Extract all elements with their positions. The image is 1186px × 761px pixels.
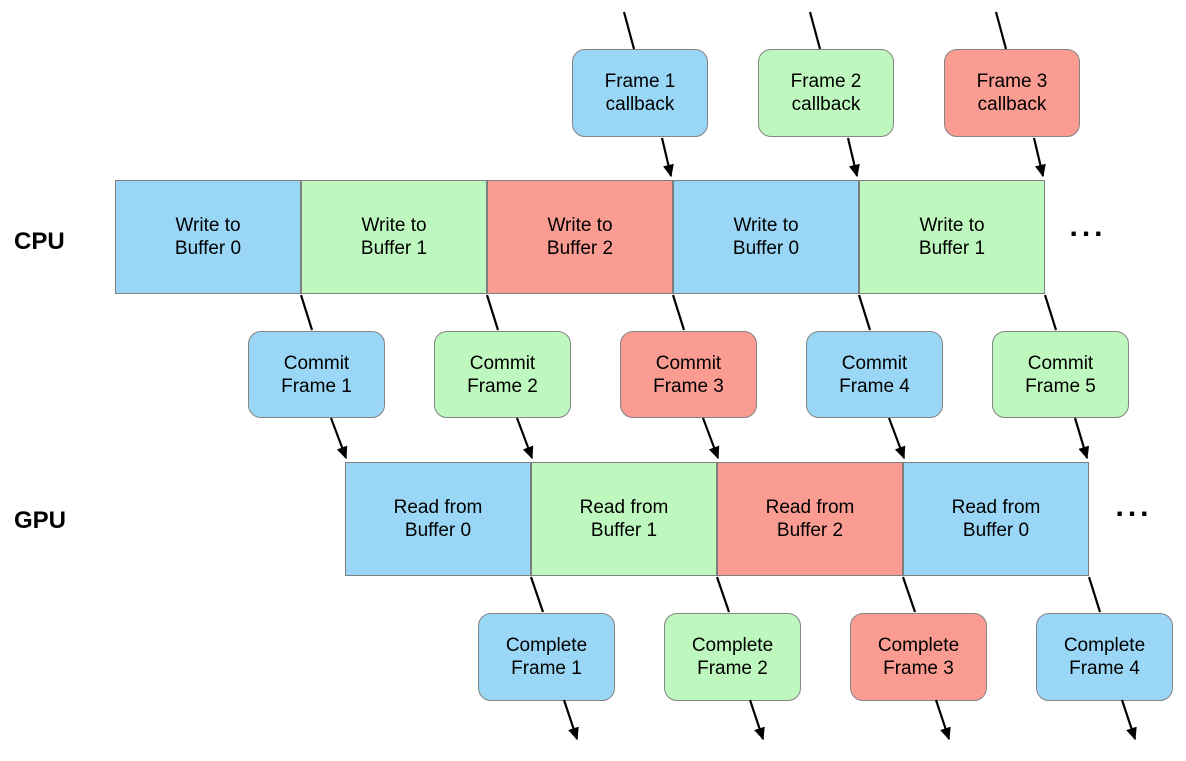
line-cpu-to-commit3-icon [671, 294, 686, 331]
line-cpu-to-commit4-icon [857, 294, 872, 331]
arrow-commit3-to-gpu-icon [701, 417, 720, 460]
commit-frame3-box: Commit Frame 3 [620, 331, 757, 418]
arrow-complete1-exit-icon [562, 699, 579, 741]
arrow-complete2-exit-icon [748, 699, 765, 741]
cpu-row-label: CPU [14, 228, 65, 255]
complete-frame3-box: Complete Frame 3 [850, 613, 987, 701]
commit-frame4-box: Commit Frame 4 [806, 331, 943, 418]
gpu-read-buffer0-again-segment: Read from Buffer 0 [903, 462, 1089, 576]
complete-frame4-box: Complete Frame 4 [1036, 613, 1173, 701]
arrow-commit2-to-gpu-icon [515, 417, 534, 460]
complete-frame1-box: Complete Frame 1 [478, 613, 615, 701]
commit-frame2-box: Commit Frame 2 [434, 331, 571, 418]
line-cpu-to-commit1-icon [299, 294, 314, 331]
line-gpu-to-complete3-icon [901, 576, 917, 613]
cpu-write-buffer2-segment: Write to Buffer 2 [487, 180, 673, 294]
line-cpu-to-commit5-icon [1043, 294, 1058, 331]
frame3-callback-box: Frame 3 callback [944, 49, 1080, 137]
complete-frame2-box: Complete Frame 2 [664, 613, 801, 701]
cpu-continues-ellipsis: ... [1069, 210, 1107, 243]
incoming-line-frame2-icon [808, 11, 822, 50]
arrow-frame3-callback-to-cpu-icon [1032, 137, 1046, 178]
gpu-row-label: GPU [14, 507, 67, 534]
cpu-write-buffer0-segment: Write to Buffer 0 [115, 180, 301, 294]
frame1-callback-box: Frame 1 callback [572, 49, 708, 137]
frame2-callback-box: Frame 2 callback [758, 49, 894, 137]
arrow-commit5-to-gpu-icon [1073, 417, 1090, 460]
arrow-commit1-to-gpu-icon [329, 417, 348, 460]
gpu-read-buffer1-segment: Read from Buffer 1 [531, 462, 717, 576]
commit-frame5-box: Commit Frame 5 [992, 331, 1129, 418]
line-gpu-to-complete2-icon [715, 576, 731, 613]
cpu-write-buffer1-again-segment: Write to Buffer 1 [859, 180, 1045, 294]
arrow-complete4-exit-icon [1120, 699, 1137, 741]
cpu-write-buffer1-segment: Write to Buffer 1 [301, 180, 487, 294]
incoming-line-frame3-icon [994, 11, 1008, 50]
line-gpu-to-complete1-icon [529, 576, 545, 613]
gpu-continues-ellipsis: ... [1115, 490, 1153, 523]
arrow-commit4-to-gpu-icon [887, 417, 906, 460]
line-gpu-to-complete4-icon [1087, 576, 1102, 613]
commit-frame1-box: Commit Frame 1 [248, 331, 385, 418]
gpu-read-buffer0-segment: Read from Buffer 0 [345, 462, 531, 576]
arrow-complete3-exit-icon [934, 699, 951, 741]
incoming-line-frame1-icon [622, 11, 636, 50]
gpu-read-buffer2-segment: Read from Buffer 2 [717, 462, 903, 576]
cpu-write-buffer0-again-segment: Write to Buffer 0 [673, 180, 859, 294]
arrow-frame1-callback-to-cpu-icon [660, 137, 674, 178]
arrow-frame2-callback-to-cpu-icon [846, 137, 860, 178]
line-cpu-to-commit2-icon [485, 294, 500, 331]
